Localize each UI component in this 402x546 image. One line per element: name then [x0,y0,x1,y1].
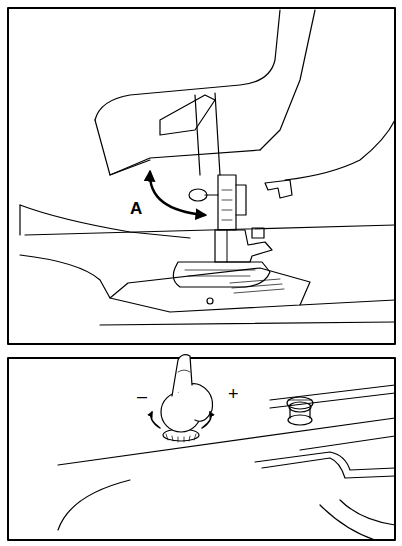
decrease-sign: – [137,387,147,405]
panel-frame [8,358,395,540]
increase-sign: + [228,385,239,403]
callout-letter: A [130,200,142,217]
rotate-arrow [151,412,160,428]
machine-head [20,10,395,325]
machine-top [58,355,395,540]
lever-movement-arrow [150,172,205,215]
rotate-arrow [202,412,211,428]
panel-frame [8,8,395,344]
